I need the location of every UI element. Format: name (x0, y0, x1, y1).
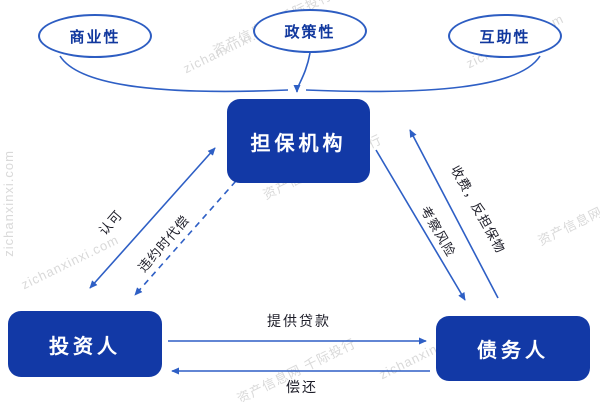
connector-commercial (59, 55, 289, 93)
arrow-risk-inspection (375, 149, 466, 301)
ellipse-commercial: 商业性 (38, 14, 152, 58)
arrow-default-compensation (134, 172, 244, 296)
connector-policy (297, 52, 311, 88)
box-debtor: 债务人 (436, 316, 590, 381)
box-guarantee-org: 担保机构 (227, 99, 370, 183)
ellipse-policy: 政策性 (253, 9, 367, 53)
arrow-fees-counter-guarantee (409, 129, 499, 299)
edge-label-provide-loan: 提供贷款 (267, 313, 331, 329)
box-investor: 投资人 (8, 311, 162, 377)
connector-mutual (305, 55, 541, 93)
ellipse-mutual: 互助性 (448, 14, 562, 58)
edge-label-repayment: 偿还 (286, 379, 318, 395)
arrow-recognition (89, 147, 216, 289)
